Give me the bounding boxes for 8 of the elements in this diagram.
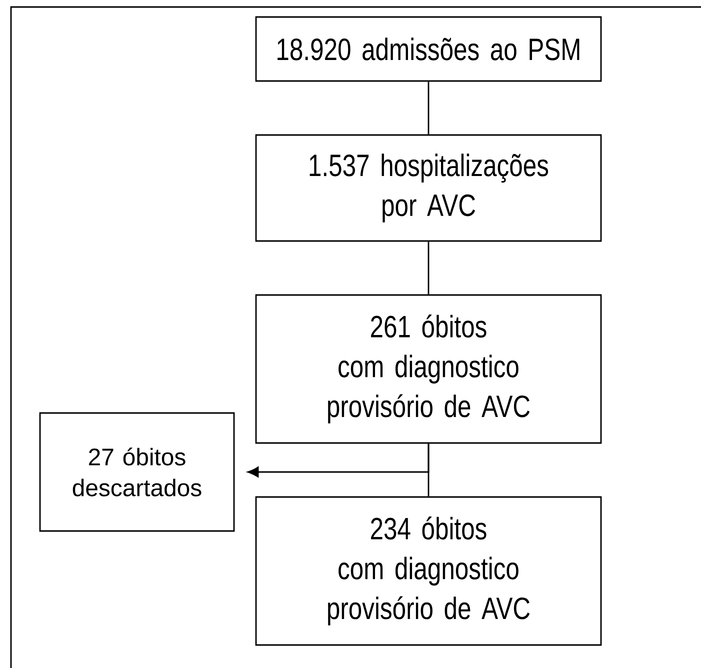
process-box: 261 óbitos com diagnostico provisório de AVC xyxy=(255,294,602,444)
connector-line xyxy=(428,242,430,294)
arrow xyxy=(247,444,430,478)
process-box: 1.537 hospitalizações por AVC xyxy=(255,134,602,242)
connector-line xyxy=(428,82,430,134)
process-box: 18.920 admissões ao PSM xyxy=(255,16,602,82)
process-box: 27 óbitos descartados xyxy=(39,412,235,532)
process-box: 234 óbitos com diagnostico provisório de AVC xyxy=(255,496,602,646)
